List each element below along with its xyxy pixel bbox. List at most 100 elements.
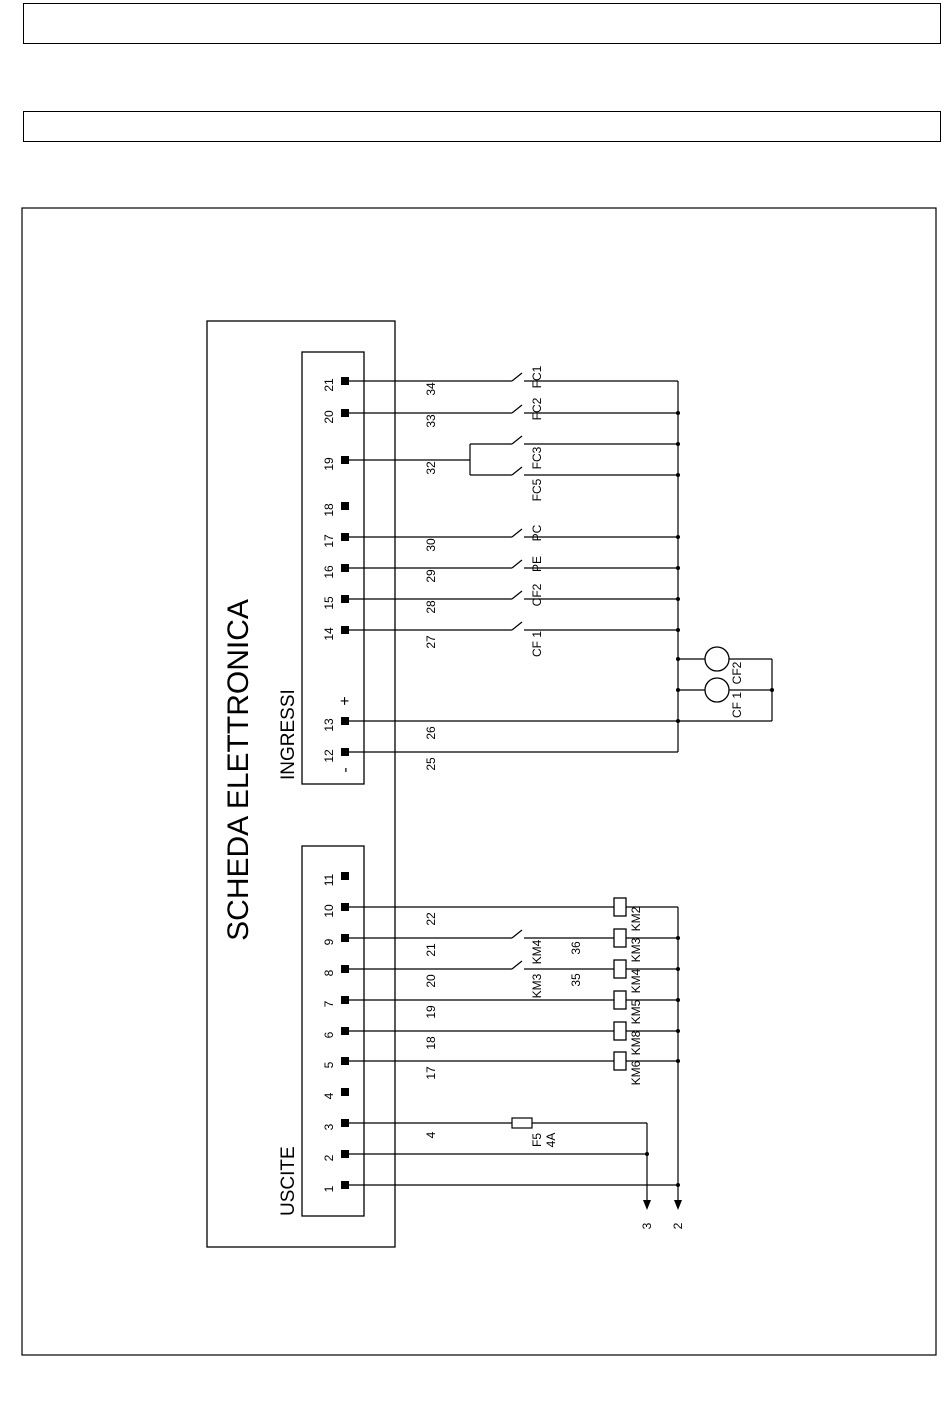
output-terminal-number: 8 — [322, 969, 336, 976]
fan-cf2-label: CF2 — [730, 661, 744, 684]
outputs-label: USCITE — [278, 1146, 299, 1216]
input-terminal-number: 21 — [322, 378, 336, 392]
output-terminal-pin — [341, 1150, 349, 1158]
static-wiring: CF2 CF 1 FC5 F5 4A KM4 KM3 36 35 3 2 — [470, 381, 774, 1229]
relay-coil-label: KM2 — [629, 906, 643, 931]
switch-contact — [512, 591, 522, 599]
output-terminal-number: 7 — [322, 1000, 336, 1007]
relay-coil-symbol — [614, 1052, 626, 1070]
output-terminal-number: 3 — [322, 1123, 336, 1130]
bus-junction-dot — [676, 688, 680, 692]
relay-coil-symbol — [614, 898, 626, 916]
output-terminal-number: 9 — [322, 938, 336, 945]
fan-cf1-label: CF 1 — [730, 692, 744, 718]
fc5-label: FC5 — [530, 478, 544, 501]
output-terminal-number: 1 — [322, 1185, 336, 1192]
input-minus-sign: - — [337, 767, 354, 772]
output-terminal-pin — [341, 965, 349, 973]
output-wire-number: 17 — [424, 1066, 438, 1080]
exit-arrow-2 — [674, 1200, 682, 1210]
output-terminal-pin — [341, 996, 349, 1004]
interlock-km3-label: KM3 — [530, 973, 544, 998]
output-terminal-pin — [341, 903, 349, 911]
input-terminal-pin — [341, 564, 349, 572]
input-wire-number: 26 — [424, 726, 438, 740]
fuse-rating: 4A — [544, 1133, 558, 1148]
input-device-label: PC — [530, 524, 544, 541]
input-device-label: FC1 — [530, 365, 544, 388]
output-terminal-pin — [341, 934, 349, 942]
output-terminal-number: 10 — [322, 904, 336, 918]
exit-arrow-3 — [643, 1200, 651, 1210]
output-wire-number: 22 — [424, 912, 438, 926]
input-terminal-pin — [341, 595, 349, 603]
board-title: SCHEDA ELETTRONICA — [222, 599, 255, 941]
input-wire-number: 27 — [424, 635, 438, 649]
input-terminal-number: 15 — [322, 596, 336, 610]
bus-junction-dot — [770, 688, 774, 692]
inputs-label: INGRESSI — [278, 689, 299, 780]
input-device-label: CF 1 — [530, 631, 544, 657]
relay-coil-symbol — [614, 929, 626, 947]
output-terminal-number: 11 — [322, 873, 336, 886]
output-wire-number: 4 — [424, 1131, 438, 1138]
switch-contact — [512, 622, 522, 630]
output-terminal-pin — [341, 1181, 349, 1189]
relay-coil-label: KM6 — [629, 1060, 643, 1085]
fuse-f5-symbol — [512, 1118, 532, 1128]
output-terminal-pin — [341, 872, 349, 880]
relay-coil-label: KM8 — [629, 1030, 643, 1055]
input-terminal-pin — [341, 377, 349, 385]
input-terminal-pin — [341, 533, 349, 541]
switch-contact — [512, 560, 522, 568]
output-wire-number: 19 — [424, 1005, 438, 1019]
input-wire-number: 30 — [424, 538, 438, 552]
switch-contact — [512, 436, 522, 444]
output-terminal-pin — [341, 1088, 349, 1096]
input-terminal-pin — [341, 626, 349, 634]
input-terminal-number: 12 — [322, 749, 336, 763]
bus-junction-dot — [676, 657, 680, 661]
switch-contact — [512, 405, 522, 413]
relay-coil-label: KM3 — [629, 937, 643, 962]
input-terminal-number: 16 — [322, 565, 336, 579]
input-terminal-number: 20 — [322, 410, 336, 424]
fan-cf1-symbol — [705, 678, 729, 702]
input-terminal-pin — [341, 748, 349, 756]
relay-coil-symbol — [614, 960, 626, 978]
input-terminal-pin — [341, 456, 349, 464]
output-terminal-number: 6 — [322, 1031, 336, 1038]
switch-contact — [512, 373, 522, 381]
relay-coil-symbol — [614, 991, 626, 1009]
interlock-contact — [512, 961, 522, 969]
interlock-wire-36: 36 — [569, 941, 583, 955]
fuse-name: F5 — [530, 1133, 544, 1147]
input-terminal-pin — [341, 717, 349, 725]
interlock-km4-label: KM4 — [530, 939, 544, 964]
interlock-wire-35: 35 — [569, 973, 583, 987]
input-terminal-number: 19 — [322, 457, 336, 471]
input-terminal-pin — [341, 409, 349, 417]
output-wire-number: 20 — [424, 974, 438, 988]
diagram-frame — [22, 208, 936, 1355]
input-device-label: CF2 — [530, 583, 544, 606]
output-terminal-number: 4 — [322, 1092, 336, 1099]
input-wire-number: 33 — [424, 414, 438, 428]
input-device-label: FC2 — [530, 397, 544, 420]
fan-cf2-symbol — [705, 647, 729, 671]
input-wire-number: 34 — [424, 382, 438, 396]
relay-coil-symbol — [614, 1022, 626, 1040]
output-terminal-pin — [341, 1027, 349, 1035]
input-wire-number: 32 — [424, 461, 438, 475]
switch-contact — [512, 467, 522, 475]
output-terminal-number: 2 — [322, 1154, 336, 1161]
relay-coil-label: KM5 — [629, 999, 643, 1024]
input-wire-number: 28 — [424, 600, 438, 614]
input-plus-sign: + — [337, 696, 354, 705]
input-wire-number: 25 — [424, 757, 438, 771]
relay-coil-label: KM4 — [629, 968, 643, 993]
input-device-label: FC3 — [530, 446, 544, 469]
